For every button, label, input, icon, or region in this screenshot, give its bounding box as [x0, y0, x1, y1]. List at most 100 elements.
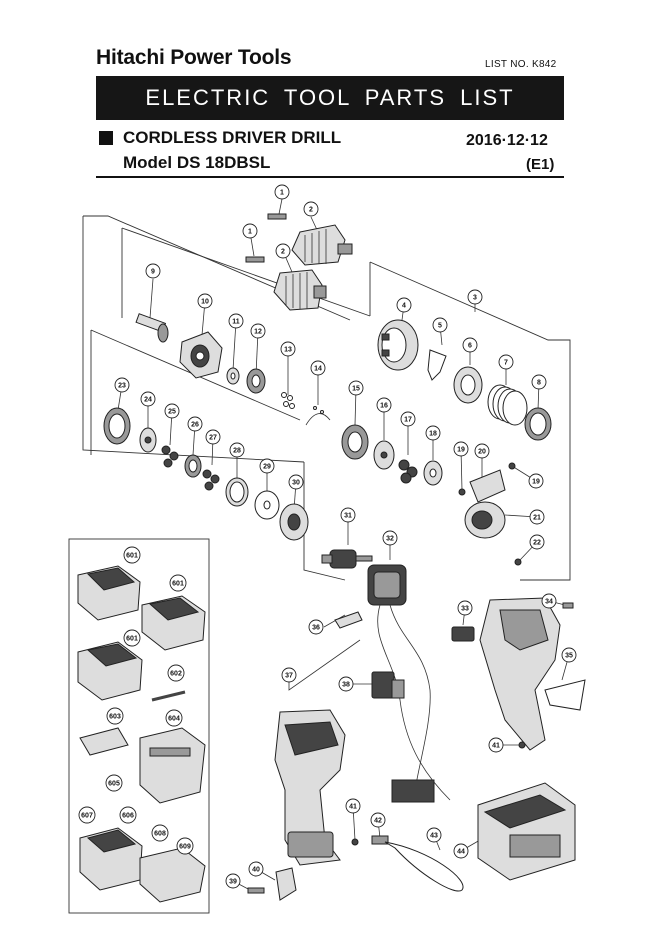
- svg-text:33: 33: [461, 606, 469, 613]
- svg-text:20: 20: [478, 449, 486, 456]
- callout-5: 5: [432, 317, 448, 333]
- svg-text:27: 27: [209, 435, 217, 442]
- part-gear-case: [179, 331, 223, 379]
- part-screw-34: [562, 602, 574, 609]
- part-screw-22: [514, 558, 522, 566]
- callout-12: 12: [250, 323, 266, 339]
- svg-text:41: 41: [492, 743, 500, 750]
- callout-607: 607: [78, 806, 96, 824]
- svg-text:10: 10: [201, 299, 209, 306]
- part-system-case-605: [79, 827, 143, 891]
- part-charger-601a: [77, 565, 141, 621]
- svg-text:37: 37: [285, 673, 293, 680]
- part-case-604: [139, 727, 206, 804]
- callout-609: 609: [176, 837, 194, 855]
- svg-text:2: 2: [281, 249, 285, 256]
- callout-2: 2: [275, 243, 291, 259]
- svg-text:607: 607: [81, 813, 93, 820]
- callout-608: 608: [151, 824, 169, 842]
- callout-7: 7: [498, 354, 514, 370]
- part-strap-43: [384, 841, 464, 892]
- svg-text:603: 603: [109, 714, 121, 721]
- callout-39: 39: [225, 873, 241, 889]
- svg-text:39: 39: [229, 879, 237, 886]
- part-bit-602: [151, 690, 186, 702]
- svg-text:2: 2: [309, 207, 313, 214]
- part-hook-603: [79, 727, 129, 756]
- callout-40: 40: [248, 861, 264, 877]
- svg-text:16: 16: [380, 403, 388, 410]
- svg-text:1: 1: [280, 190, 284, 197]
- callout-20: 20: [474, 443, 490, 459]
- callout-44: 44: [453, 843, 469, 859]
- callout-28: 28: [229, 442, 245, 458]
- svg-text:31: 31: [344, 513, 352, 520]
- part-pins-14: [305, 406, 331, 426]
- list-date: 2016·12·12: [466, 132, 548, 149]
- part-screw-1a: [267, 213, 287, 220]
- callout-25: 25: [164, 403, 180, 419]
- part-name-plate-35: [544, 679, 586, 711]
- svg-text:5: 5: [438, 323, 442, 330]
- part-drill-chuck-lower: [273, 269, 327, 311]
- part-ring-12: [246, 368, 266, 394]
- callout-31: 31: [340, 507, 356, 523]
- callout-17: 17: [400, 411, 416, 427]
- part-screw-1b: [245, 256, 265, 263]
- callout-16: 16: [376, 397, 392, 413]
- part-strap-clip-42: [371, 835, 389, 845]
- part-washer-11: [226, 367, 240, 385]
- svg-text:12: 12: [254, 329, 262, 336]
- callout-19: 19: [528, 473, 544, 489]
- callout-42: 42: [370, 812, 386, 828]
- callout-26: 26: [187, 416, 203, 432]
- callout-601: 601: [123, 546, 141, 564]
- svg-text:601: 601: [172, 581, 184, 588]
- callout-30: 30: [288, 474, 304, 490]
- callout-3: 3: [467, 289, 483, 305]
- part-drill-chuck-upper: [291, 224, 353, 266]
- part-battery-601: [141, 595, 206, 651]
- part-switch-33: [451, 626, 475, 642]
- svg-text:36: 36: [312, 625, 320, 632]
- callout-4: 4: [396, 297, 412, 313]
- svg-text:6: 6: [468, 343, 472, 350]
- part-battery-44: [477, 782, 576, 881]
- part-washer-29: [254, 490, 280, 520]
- svg-text:19: 19: [457, 447, 465, 454]
- part-switch-38: [371, 671, 405, 699]
- svg-text:4: 4: [402, 303, 406, 310]
- part-charger-601b: [77, 641, 143, 701]
- callout-13: 13: [280, 341, 296, 357]
- part-carrier-24: [139, 427, 157, 453]
- svg-text:22: 22: [533, 540, 541, 547]
- callout-18: 18: [425, 425, 441, 441]
- svg-text:601: 601: [126, 553, 138, 560]
- svg-text:30: 30: [292, 480, 300, 487]
- callout-602: 602: [167, 664, 185, 682]
- svg-text:604: 604: [168, 716, 180, 723]
- svg-text:17: 17: [404, 417, 412, 424]
- callout-601: 601: [123, 629, 141, 647]
- part-planet-gears-27: [202, 469, 220, 491]
- svg-text:35: 35: [565, 653, 573, 660]
- callout-19: 19: [453, 441, 469, 457]
- callout-1: 1: [242, 223, 258, 239]
- part-screw-41a: [351, 838, 359, 846]
- callout-10: 10: [197, 293, 213, 309]
- part-washer-18: [423, 460, 443, 486]
- svg-text:34: 34: [545, 599, 553, 606]
- callout-35: 35: [561, 647, 577, 663]
- svg-text:3: 3: [473, 295, 477, 302]
- part-clutch-ring: [453, 366, 483, 404]
- svg-text:606: 606: [122, 813, 134, 820]
- svg-text:609: 609: [179, 844, 191, 851]
- edition-label: (E1): [526, 156, 555, 173]
- svg-text:24: 24: [144, 397, 152, 404]
- callout-8: 8: [531, 374, 547, 390]
- group-frames: [68, 215, 571, 914]
- callout-601: 601: [169, 574, 187, 592]
- part-planet-gears-17: [398, 459, 418, 484]
- callout-603: 603: [106, 707, 124, 725]
